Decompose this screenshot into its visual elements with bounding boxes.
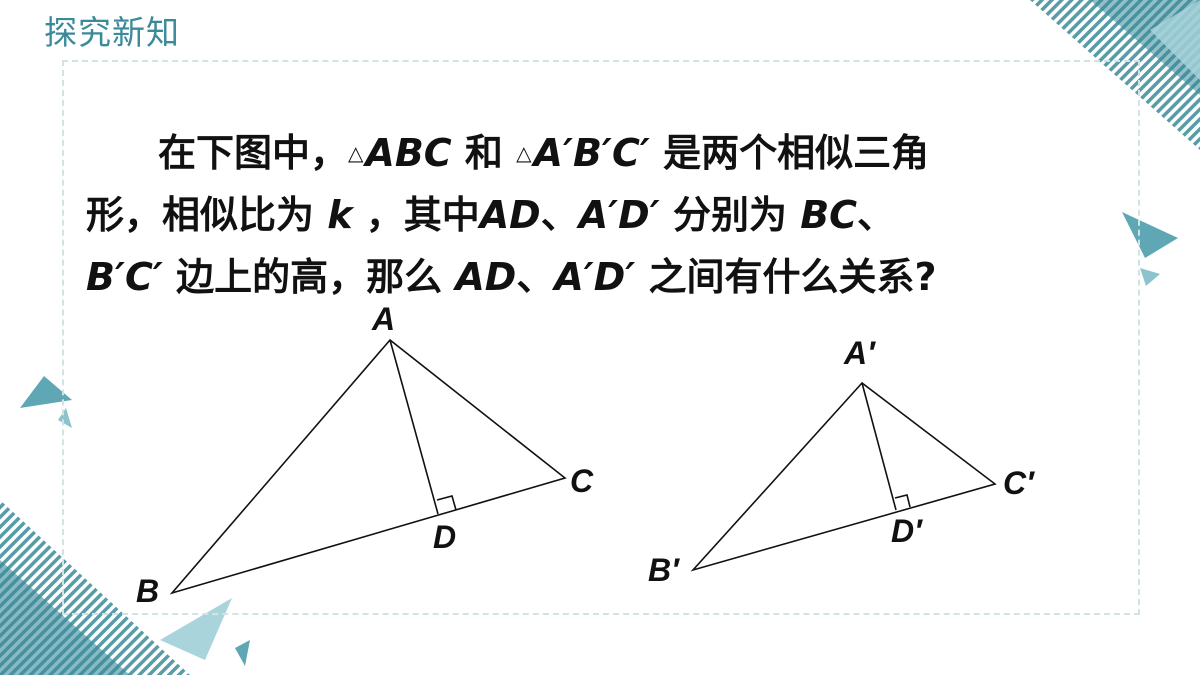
- right-angle-mark-d-prime: [894, 494, 911, 508]
- corner-triangle-bottom-left: [0, 560, 130, 675]
- problem-line-2: 形，相似比为 k ，其中AD、A′D′ 分别为 BC、: [86, 193, 896, 237]
- triangle-abc: [169, 338, 567, 595]
- accent-triangle-right: [1122, 212, 1178, 258]
- label-a-prime: A′: [843, 335, 876, 371]
- accent-triangle-left: [20, 376, 72, 408]
- section-title: 探究新知: [44, 13, 180, 52]
- problem-line-1: 在下图中，△ABC 和 △A′B′C′ 是两个相似三角: [158, 131, 930, 175]
- problem-line-3: B′C′ 边上的高，那么 AD、A′D′ 之间有什么关系?: [86, 255, 937, 299]
- triangle-symbol: △: [516, 141, 532, 165]
- label-c-prime: C′: [1003, 465, 1035, 501]
- label-d: D: [433, 519, 456, 555]
- triangle-symbol: △: [348, 141, 364, 165]
- label-a: A: [371, 301, 395, 337]
- accent-triangle-bottom: [235, 640, 250, 666]
- triangle-abc-outline: [169, 338, 567, 595]
- label-b: B: [136, 573, 159, 609]
- altitude-a-prime-d-prime: [861, 382, 897, 511]
- label-d-prime: D′: [891, 513, 923, 549]
- label-b-prime: B′: [648, 552, 680, 588]
- content-frame: [62, 60, 1140, 615]
- altitude-ad: [389, 339, 439, 515]
- right-angle-mark-d: [436, 495, 457, 511]
- triangle-a-prime: [690, 381, 997, 572]
- accent-triangle-right-small: [1140, 268, 1160, 286]
- accent-triangle-left-small: [58, 408, 72, 428]
- label-c: C: [570, 463, 594, 499]
- triangle-a-prime-outline: [690, 381, 997, 572]
- corner-triangle-top-right-light: [1150, 0, 1200, 80]
- problem-text: 在下图中，△ABC 和 △A′B′C′ 是两个相似三角 形，相似比为 k ，其中…: [86, 122, 1136, 308]
